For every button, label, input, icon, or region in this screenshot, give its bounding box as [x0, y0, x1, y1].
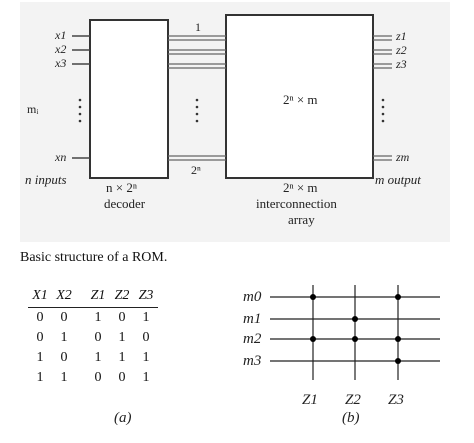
connection-dot	[352, 336, 358, 342]
array-inner-label: 2ⁿ × m	[283, 92, 318, 107]
truth-table-cell: 0	[36, 310, 44, 325]
ellipsis-dots-outputs	[381, 98, 385, 123]
truth-table-gap	[76, 368, 86, 388]
truth-table-gap	[76, 348, 86, 368]
truth-table: X1 X2 Z1 Z2 Z3 0 0 1 0 1 0 1 0	[28, 285, 158, 388]
truth-table-header-gap	[76, 285, 86, 308]
rom-array-label: (b)	[342, 410, 360, 426]
truth-table-header-x1: X1	[28, 285, 52, 308]
interconnection-array-box	[225, 14, 374, 179]
connection-dot	[395, 294, 401, 300]
truth-table-cell: 1	[60, 370, 68, 385]
output-label-zm: zm	[396, 150, 410, 164]
truth-table-cell: 1	[94, 310, 102, 325]
row-label-m3: m3	[243, 353, 262, 369]
outputs-caption: m output	[375, 172, 421, 187]
truth-table-cell: 1	[118, 350, 126, 365]
column-label-z3: Z3	[388, 392, 404, 408]
ellipsis-dots-decoder	[195, 98, 199, 123]
figure-caption: Basic structure of a ROM.	[20, 250, 168, 265]
truth-table-cell: 1	[142, 350, 150, 365]
decoder-box	[89, 19, 169, 179]
truth-table-cell: 0	[36, 330, 44, 345]
decoder-label: decoder	[104, 196, 146, 211]
connection-dot	[395, 358, 401, 364]
input-label-x1: x1	[55, 28, 67, 42]
truth-table-cell: 1	[94, 350, 102, 365]
truth-table-header-z2: Z2	[110, 285, 134, 308]
column-label-z1: Z1	[302, 392, 318, 408]
truth-table-label: (a)	[114, 410, 132, 426]
truth-table-cell: 1	[60, 330, 68, 345]
truth-table-gap	[76, 328, 86, 348]
truth-table-cell: 0	[94, 330, 102, 345]
row-label-m1: m1	[243, 311, 262, 327]
truth-table-cell: 1	[36, 350, 44, 365]
truth-table-gap	[76, 308, 86, 329]
array-label-array: array	[288, 212, 315, 227]
row-label-m2: m2	[243, 331, 262, 347]
truth-table-cell: 1	[36, 370, 44, 385]
input-label-x2: x2	[55, 42, 67, 56]
column-label-z2: Z2	[345, 392, 361, 408]
connection-dot	[310, 336, 316, 342]
truth-table-row: 0 1 0 1 0	[28, 328, 158, 348]
inputs-caption: n inputs	[25, 172, 67, 187]
input-label-x3: x3	[55, 56, 67, 70]
row-label-m0: m0	[243, 289, 262, 305]
rom-array-grid	[270, 285, 440, 380]
truth-table-row: 1 1 0 0 1	[28, 368, 158, 388]
connection-dot	[395, 336, 401, 342]
connection-dot	[352, 316, 358, 322]
truth-table-cell: 1	[118, 330, 126, 345]
truth-table-header-x2: X2	[52, 285, 76, 308]
array-label-interconnection: interconnection	[256, 196, 337, 211]
output-label-z1: z1	[396, 29, 407, 43]
truth-table-cell: 0	[94, 370, 102, 385]
wire-label-1: 1	[195, 20, 201, 34]
truth-table-row: 1 0 1 1 1	[28, 348, 158, 368]
truth-table-cell: 0	[60, 350, 68, 365]
truth-table-cell: 1	[142, 370, 150, 385]
truth-table-cell: 0	[118, 370, 126, 385]
truth-table-header-z3: Z3	[134, 285, 158, 308]
input-label-xn: xn	[55, 150, 67, 164]
connection-dot	[310, 294, 316, 300]
mi-label: mᵢ	[27, 102, 39, 116]
array-size-label: 2ⁿ × m	[283, 180, 318, 195]
truth-table-cell: 0	[60, 310, 68, 325]
output-label-z3: z3	[396, 57, 407, 71]
truth-table-cell: 0	[118, 310, 126, 325]
truth-table-cell: 1	[142, 310, 150, 325]
decoder-size-label: n × 2ⁿ	[106, 180, 137, 195]
truth-table-row: 0 0 1 0 1	[28, 308, 158, 329]
wire-label-2n: 2ⁿ	[191, 163, 201, 177]
output-label-z2: z2	[396, 43, 407, 57]
truth-table-cell: 0	[142, 330, 150, 345]
ellipsis-dots-inputs	[78, 98, 82, 123]
truth-table-header-z1: Z1	[86, 285, 110, 308]
